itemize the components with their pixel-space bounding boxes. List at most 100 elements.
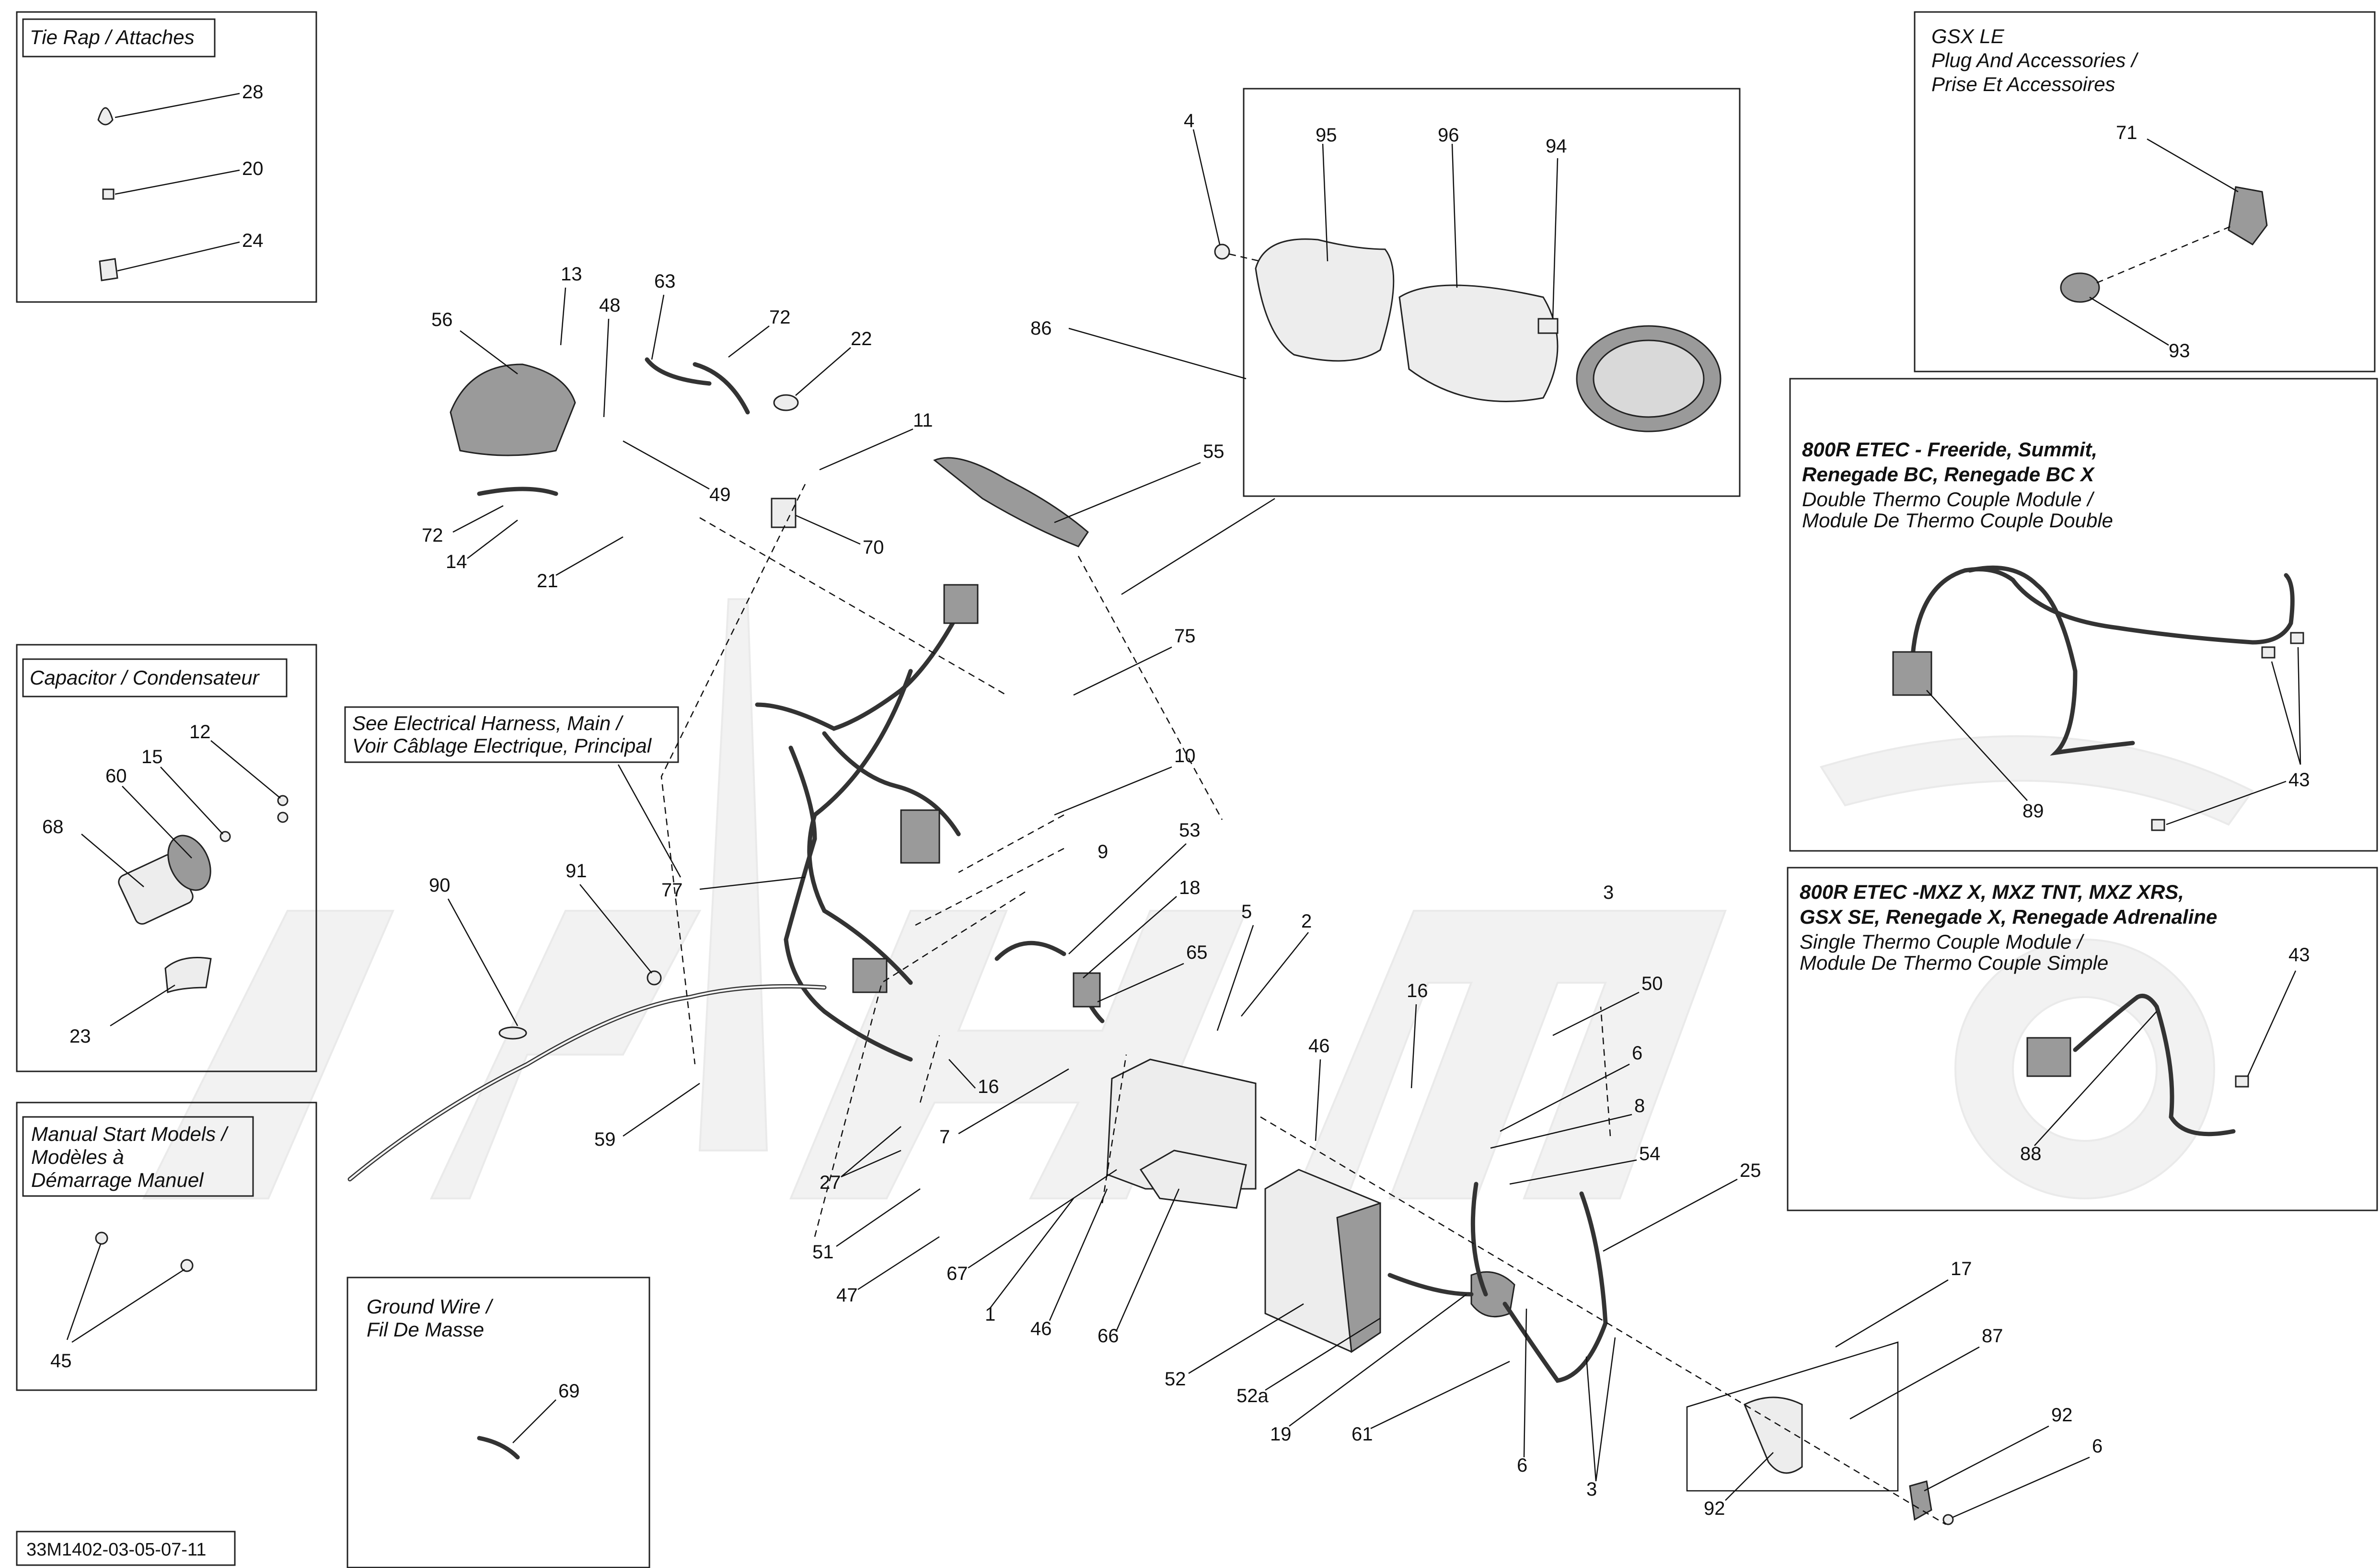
main-assembly [347, 357, 1954, 1525]
inset-title-double-3: Double Thermo Couple Module / [1802, 488, 2095, 511]
callout-66: 66 [1098, 1325, 1119, 1347]
see-harness-note: See Electrical Harness, Main / Voir Câbl… [344, 706, 682, 878]
callout-10: 10 [1174, 745, 1196, 767]
fastener-icon [99, 258, 118, 281]
callout-22: 22 [851, 328, 872, 349]
inset-manual-start: Manual Start Models / Modèles à Démarrag… [16, 1102, 317, 1391]
callout-5: 5 [1241, 901, 1252, 922]
callout-75: 75 [1174, 626, 1196, 647]
callout-77: 77 [661, 880, 683, 901]
switch-housing-icon [450, 363, 576, 456]
inset-title-gsx-1: GSX LE [1931, 25, 2005, 47]
callout-67: 67 [947, 1263, 968, 1284]
tie-rap-icon [97, 107, 114, 126]
callout-68: 68 [42, 816, 64, 837]
clip-icon [102, 188, 115, 200]
callout-1: 1 [985, 1304, 995, 1325]
callout-54: 54 [1639, 1143, 1661, 1164]
inset-title-double-4: Module De Thermo Couple Double [1802, 509, 2113, 532]
callout-25: 25 [1740, 1160, 1761, 1181]
relay-bracket-icon [1744, 1396, 1803, 1474]
callout-17: 17 [1951, 1258, 1972, 1279]
inset-capacitor: Capacitor / Condensateur 68 60 15 12 23 [16, 644, 317, 1072]
harness-55-icon [933, 457, 1089, 547]
inset-title-ground-1: Ground Wire / [367, 1295, 494, 1318]
callout-69: 69 [558, 1381, 580, 1402]
callout-43-single: 43 [2288, 944, 2310, 965]
callout-3b: 3 [1586, 1479, 1597, 1500]
callout-87: 87 [1982, 1325, 2003, 1347]
callout-18: 18 [1179, 877, 1201, 898]
callout-65: 65 [1186, 942, 1208, 963]
inset-title-single-4: Module De Thermo Couple Simple [1800, 952, 2108, 974]
callout-92a: 92 [1704, 1498, 1725, 1519]
callout-15: 15 [141, 746, 163, 767]
lens-icon [1398, 284, 1559, 402]
callout-43-double: 43 [2288, 769, 2310, 790]
callout-16b: 16 [978, 1076, 999, 1097]
inset-title-gsx-3: Prise Et Accessoires [1931, 73, 2115, 95]
bezel-icon [1255, 238, 1395, 362]
watermark-logo [142, 598, 2254, 1199]
inset-title-manual-2: Modèles à [31, 1146, 124, 1168]
callout-11: 11 [913, 410, 933, 431]
inset-title-ground-2: Fil De Masse [367, 1318, 484, 1341]
callout-46a: 46 [1308, 1035, 1330, 1057]
thermo-module-single-icon [2026, 1037, 2071, 1077]
callout-63: 63 [654, 271, 676, 292]
callout-89: 89 [2022, 801, 2044, 822]
callout-6b: 6 [1517, 1455, 1527, 1476]
cover-icon [164, 957, 212, 994]
callout-46b: 46 [1030, 1318, 1052, 1339]
callout-13: 13 [561, 264, 582, 285]
ground-wire-icon [477, 1436, 520, 1460]
inset-gsx-le: GSX LE Plug And Accessories / Prise Et A… [1914, 11, 2376, 372]
callout-47: 47 [836, 1285, 858, 1306]
callout-8: 8 [1634, 1095, 1645, 1116]
inset-title-single-1: 800R ETEC -MXZ X, MXZ TNT, MXZ XRS, [1800, 881, 2184, 903]
inset-gauge: 95 96 94 [1243, 88, 1741, 497]
bulb-icon [1537, 318, 1559, 334]
callout-50: 50 [1641, 973, 1663, 994]
inset-tie-rap: Tie Rap / Attaches 28 20 24 [16, 11, 317, 303]
callout-70: 70 [863, 537, 884, 558]
inset-double-thermo: 800R ETEC - Freeride, Summit, Renegade B… [1789, 378, 2378, 852]
callout-52a: 52a [1236, 1385, 1269, 1406]
inset-title-tie-rap: Tie Rap / Attaches [30, 26, 195, 48]
callout-72a: 72 [769, 307, 791, 328]
inset-title-gsx-2: Plug And Accessories / [1931, 49, 2139, 71]
inset-title-manual-3: Démarrage Manuel [31, 1169, 204, 1191]
callout-86: 86 [1030, 318, 1052, 339]
inset-title-manual-1: Manual Start Models / [31, 1123, 229, 1145]
inset-title-capacitor: Capacitor / Condensateur [30, 666, 260, 689]
callout-88: 88 [2020, 1143, 2042, 1164]
callout-51: 51 [812, 1242, 834, 1263]
callout-16a: 16 [1407, 980, 1428, 1001]
callout-90: 90 [429, 875, 451, 896]
callout-20: 20 [242, 158, 264, 179]
callout-6a: 6 [1632, 1043, 1642, 1064]
see-harness-line-1: See Electrical Harness, Main / [352, 712, 624, 734]
grommet-icon [1214, 244, 1230, 260]
thermo-module-icon [1892, 651, 1932, 696]
callout-21: 21 [537, 570, 558, 592]
callout-6c: 6 [2092, 1436, 2103, 1457]
callout-56: 56 [431, 309, 453, 330]
callout-19: 19 [1270, 1424, 1292, 1445]
connector-icon [943, 584, 979, 624]
socket-icon [2060, 272, 2100, 303]
inset-title-single-3: Single Thermo Couple Module / [1800, 930, 2085, 953]
callout-45: 45 [50, 1350, 72, 1371]
callout-14: 14 [446, 551, 467, 572]
callout-59: 59 [594, 1129, 616, 1150]
callout-61: 61 [1352, 1424, 1373, 1445]
inset-title-single-2: GSX SE, Renegade X, Renegade Adrenaline [1800, 906, 2217, 928]
callout-93: 93 [2169, 340, 2190, 361]
callout-55: 55 [1203, 441, 1225, 462]
callout-95: 95 [1316, 125, 1337, 146]
figure-code: 33M1402-03-05-07-11 [26, 1540, 206, 1560]
callout-72b: 72 [422, 525, 443, 546]
callout-96: 96 [1438, 125, 1459, 146]
inset-ground-wire: Ground Wire / Fil De Masse 69 [347, 1277, 650, 1568]
